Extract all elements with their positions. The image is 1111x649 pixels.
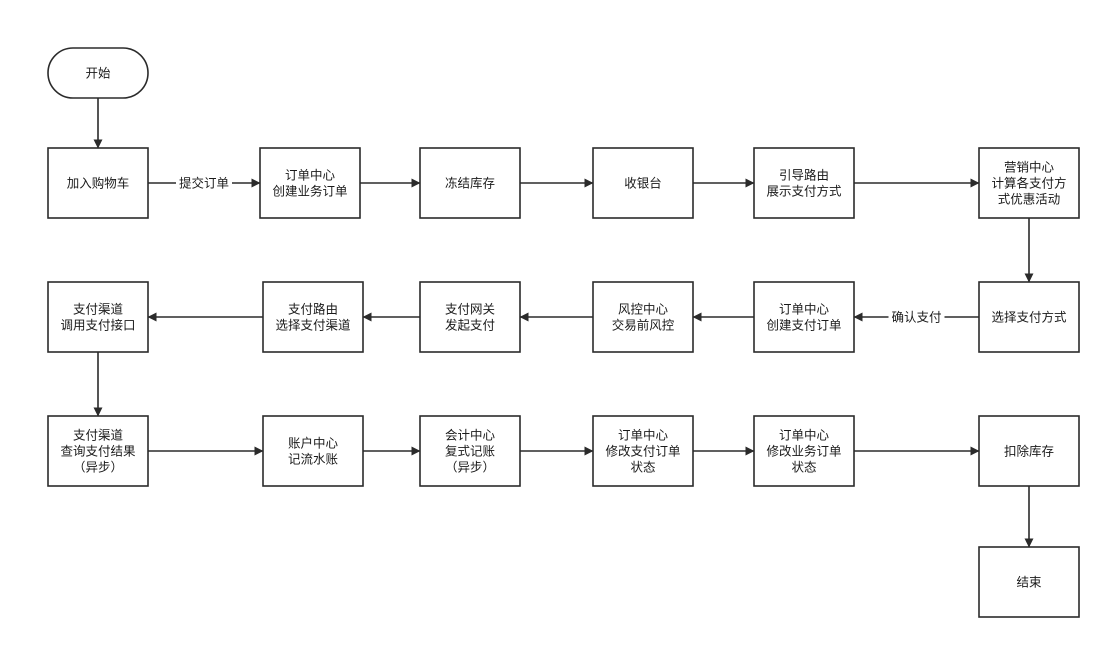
node-text: 订单中心 <box>779 428 830 443</box>
node-box <box>978 281 1080 353</box>
node-text: 冻结库存 <box>445 176 495 191</box>
node-text: 创建支付订单 <box>766 318 841 333</box>
node-box <box>978 415 1080 487</box>
node-text: 支付渠道 <box>73 302 124 317</box>
node-text: 支付渠道 <box>73 428 124 443</box>
node-text: 查询支付结果 <box>60 444 136 459</box>
node-text: 发起支付 <box>445 318 495 333</box>
node-box <box>47 281 149 353</box>
node-text: 会计中心 <box>445 428 496 443</box>
edge-label: 提交订单 <box>179 176 229 191</box>
node-text: 订单中心 <box>618 428 669 443</box>
node-text: 记流水账 <box>288 452 339 467</box>
node-box <box>753 281 855 353</box>
node-text: 引导路由 <box>779 168 829 183</box>
node-text: 计算各支付方 <box>991 176 1066 191</box>
node-text: 风控中心 <box>618 302 669 317</box>
node-text: （异步） <box>73 460 123 475</box>
node-text: 收银台 <box>624 176 662 191</box>
node-text: 营销中心 <box>1004 160 1055 175</box>
node-freeze: 冻结库存 <box>419 147 521 219</box>
nodes-layer: 开始加入购物车订单中心创建业务订单冻结库存收银台引导路由展示支付方式营销中心计算… <box>47 47 1080 618</box>
node-text: 结束 <box>1016 575 1042 590</box>
node-box <box>592 415 694 487</box>
node-box <box>592 281 694 353</box>
node-box <box>419 147 521 219</box>
node-text: 加入购物车 <box>67 176 130 191</box>
node-text: （异步） <box>445 460 495 475</box>
node-box <box>47 47 149 99</box>
node-box <box>47 415 149 487</box>
edge-label-bg <box>888 308 945 326</box>
node-cart: 加入购物车 <box>47 147 149 219</box>
node-text: 调用支付接口 <box>60 318 135 333</box>
node-text: 展示支付方式 <box>766 184 842 199</box>
node-text: 开始 <box>85 66 111 81</box>
node-box <box>419 415 521 487</box>
node-text: 扣除库存 <box>1004 444 1054 459</box>
node-select-pay: 选择支付方式 <box>978 281 1080 353</box>
node-text: 创建业务订单 <box>272 184 347 199</box>
node-text: 修改支付订单 <box>605 444 680 459</box>
node-box <box>753 415 855 487</box>
node-text: 复式记账 <box>445 444 496 459</box>
node-box <box>262 281 364 353</box>
node-deduct: 扣除库存 <box>978 415 1080 487</box>
node-text: 状态 <box>630 460 655 475</box>
edge-label: 确认支付 <box>891 310 941 325</box>
node-box <box>978 546 1080 618</box>
node-start: 开始 <box>47 47 149 99</box>
node-text: 账户中心 <box>288 436 339 451</box>
node-text: 订单中心 <box>779 302 830 317</box>
node-cashier: 收银台 <box>592 147 694 219</box>
edge-select-pay-to-order-pay: 确认支付 <box>853 308 979 326</box>
node-text: 状态 <box>791 460 816 475</box>
node-text: 支付路由 <box>288 302 338 317</box>
node-box <box>47 147 149 219</box>
node-text: 支付网关 <box>445 302 495 317</box>
edge-cart-to-order-create: 提交订单 <box>148 174 261 192</box>
node-text: 订单中心 <box>285 168 336 183</box>
node-text: 交易前风控 <box>612 318 675 333</box>
edge-label-bg <box>176 174 232 192</box>
node-text: 修改业务订单 <box>766 444 841 459</box>
node-box <box>753 147 855 219</box>
node-text: 选择支付渠道 <box>275 318 351 333</box>
node-box <box>419 281 521 353</box>
node-box <box>978 147 1080 219</box>
node-box <box>262 415 364 487</box>
node-text: 选择支付方式 <box>991 310 1067 325</box>
node-text: 式优惠活动 <box>998 192 1061 207</box>
node-box <box>592 147 694 219</box>
node-box <box>259 147 361 219</box>
node-end: 结束 <box>978 546 1080 618</box>
